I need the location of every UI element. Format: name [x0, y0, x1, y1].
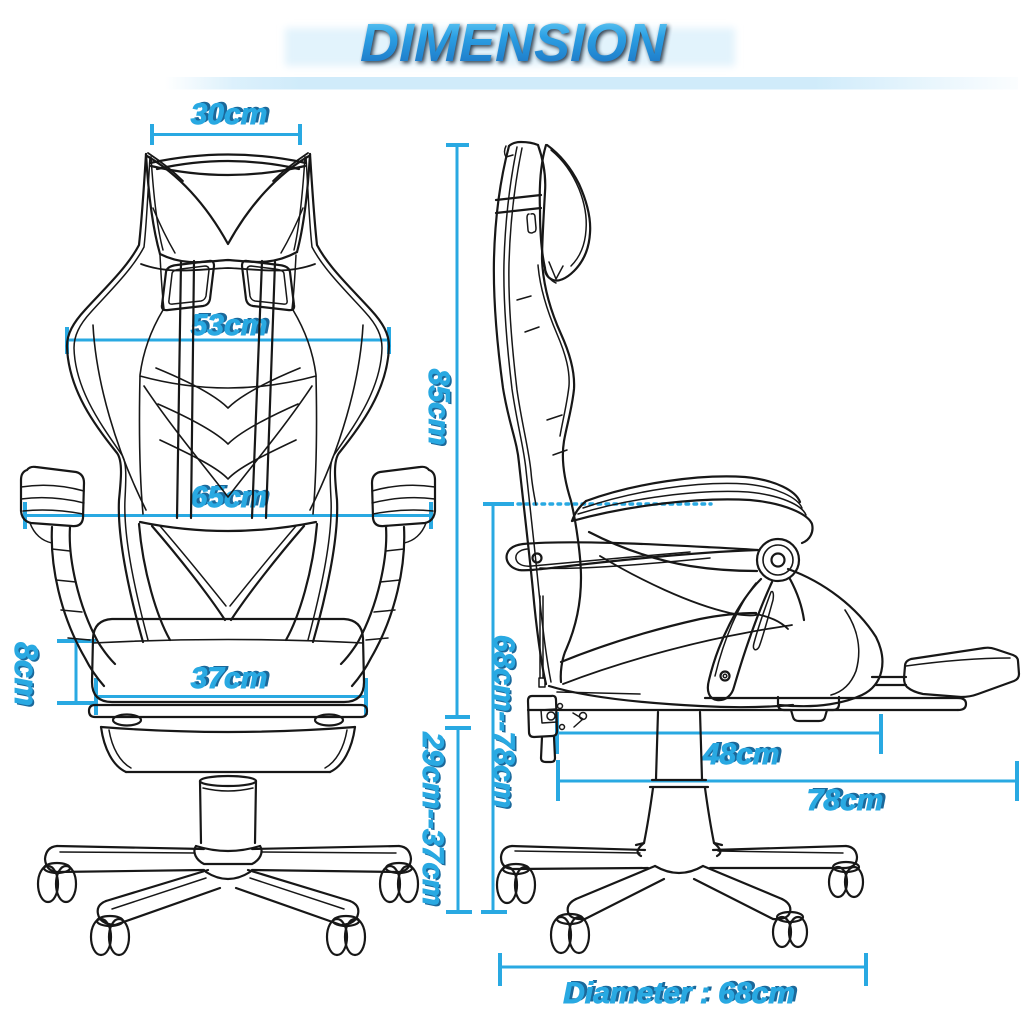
svg-text:37cm: 37cm [191, 662, 268, 695]
svg-text:53cm: 53cm [191, 309, 268, 342]
svg-text:30cm: 30cm [191, 98, 268, 131]
svg-text:65cm: 65cm [194, 480, 271, 513]
svg-text:Diameter : 68cm: Diameter : 68cm [567, 976, 799, 1009]
svg-text:48cm: 48cm [702, 738, 780, 771]
svg-text:30cm: 30cm [194, 97, 271, 130]
svg-text:DIMENSION: DIMENSION [362, 15, 669, 75]
svg-text:DIMENSION: DIMENSION [360, 13, 667, 73]
svg-text:68cm--78cm: 68cm--78cm [487, 635, 520, 808]
svg-text:48cm: 48cm [705, 737, 783, 770]
svg-text:8cm: 8cm [10, 644, 46, 708]
svg-text:68cm--78cm: 68cm--78cm [489, 637, 522, 810]
svg-text:29cm--37cm: 29cm--37cm [416, 731, 449, 905]
svg-text:85cm: 85cm [422, 369, 455, 446]
svg-text:37cm: 37cm [194, 661, 271, 694]
svg-text:Diameter : 68cm: Diameter : 68cm [563, 977, 795, 1010]
svg-text:78cm: 78cm [810, 783, 887, 816]
svg-text:78cm: 78cm [807, 784, 884, 817]
svg-text:85cm: 85cm [424, 371, 457, 448]
svg-text:8cm: 8cm [8, 642, 44, 706]
svg-text:65cm: 65cm [191, 481, 268, 514]
svg-text:29cm--37cm: 29cm--37cm [418, 733, 451, 907]
